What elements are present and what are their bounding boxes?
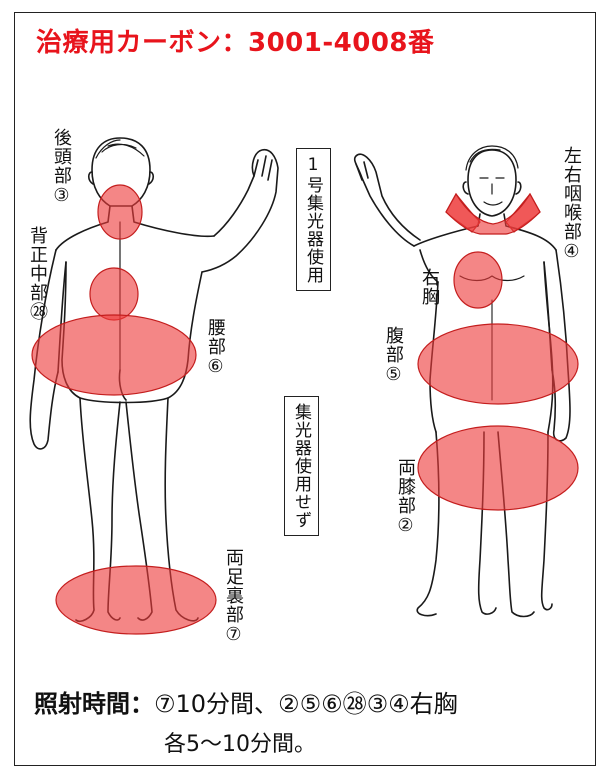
label-knees: 両膝部②	[396, 458, 414, 537]
zone-knees	[418, 426, 578, 510]
label-right-chest: 右胸	[420, 268, 438, 306]
irradiation-time: 照射時間：⑦10分間、②⑤⑥㉘③④右胸	[34, 684, 458, 719]
label-abdomen: 腹部⑤	[384, 326, 402, 386]
zone-soles	[56, 566, 216, 634]
no-condenser-box: 集光器使用せず	[284, 396, 319, 536]
zone-abdomen	[418, 324, 578, 404]
zone-lumbar	[32, 315, 196, 395]
label-soles: 両足裏部⑦	[224, 548, 242, 646]
irradiation-time-label: 照射時間：	[34, 690, 154, 718]
irradiation-time-line2: 各5〜10分間。	[164, 726, 316, 758]
label-lumbar: 腰部⑥	[206, 318, 224, 378]
label-occipital: 後頭部③	[52, 128, 70, 207]
condenser-box: 1号集光器使用	[296, 148, 331, 291]
zone-back-center	[90, 268, 138, 320]
zone-right-chest	[454, 252, 502, 308]
zone-throat-base	[446, 194, 540, 234]
label-back-center: 背正中部㉘	[28, 226, 46, 321]
label-throat: 左右咽喉部④	[562, 146, 580, 263]
irradiation-time-line1: ⑦10分間、②⑤⑥㉘③④右胸	[154, 690, 458, 718]
zone-occipital	[98, 185, 142, 239]
